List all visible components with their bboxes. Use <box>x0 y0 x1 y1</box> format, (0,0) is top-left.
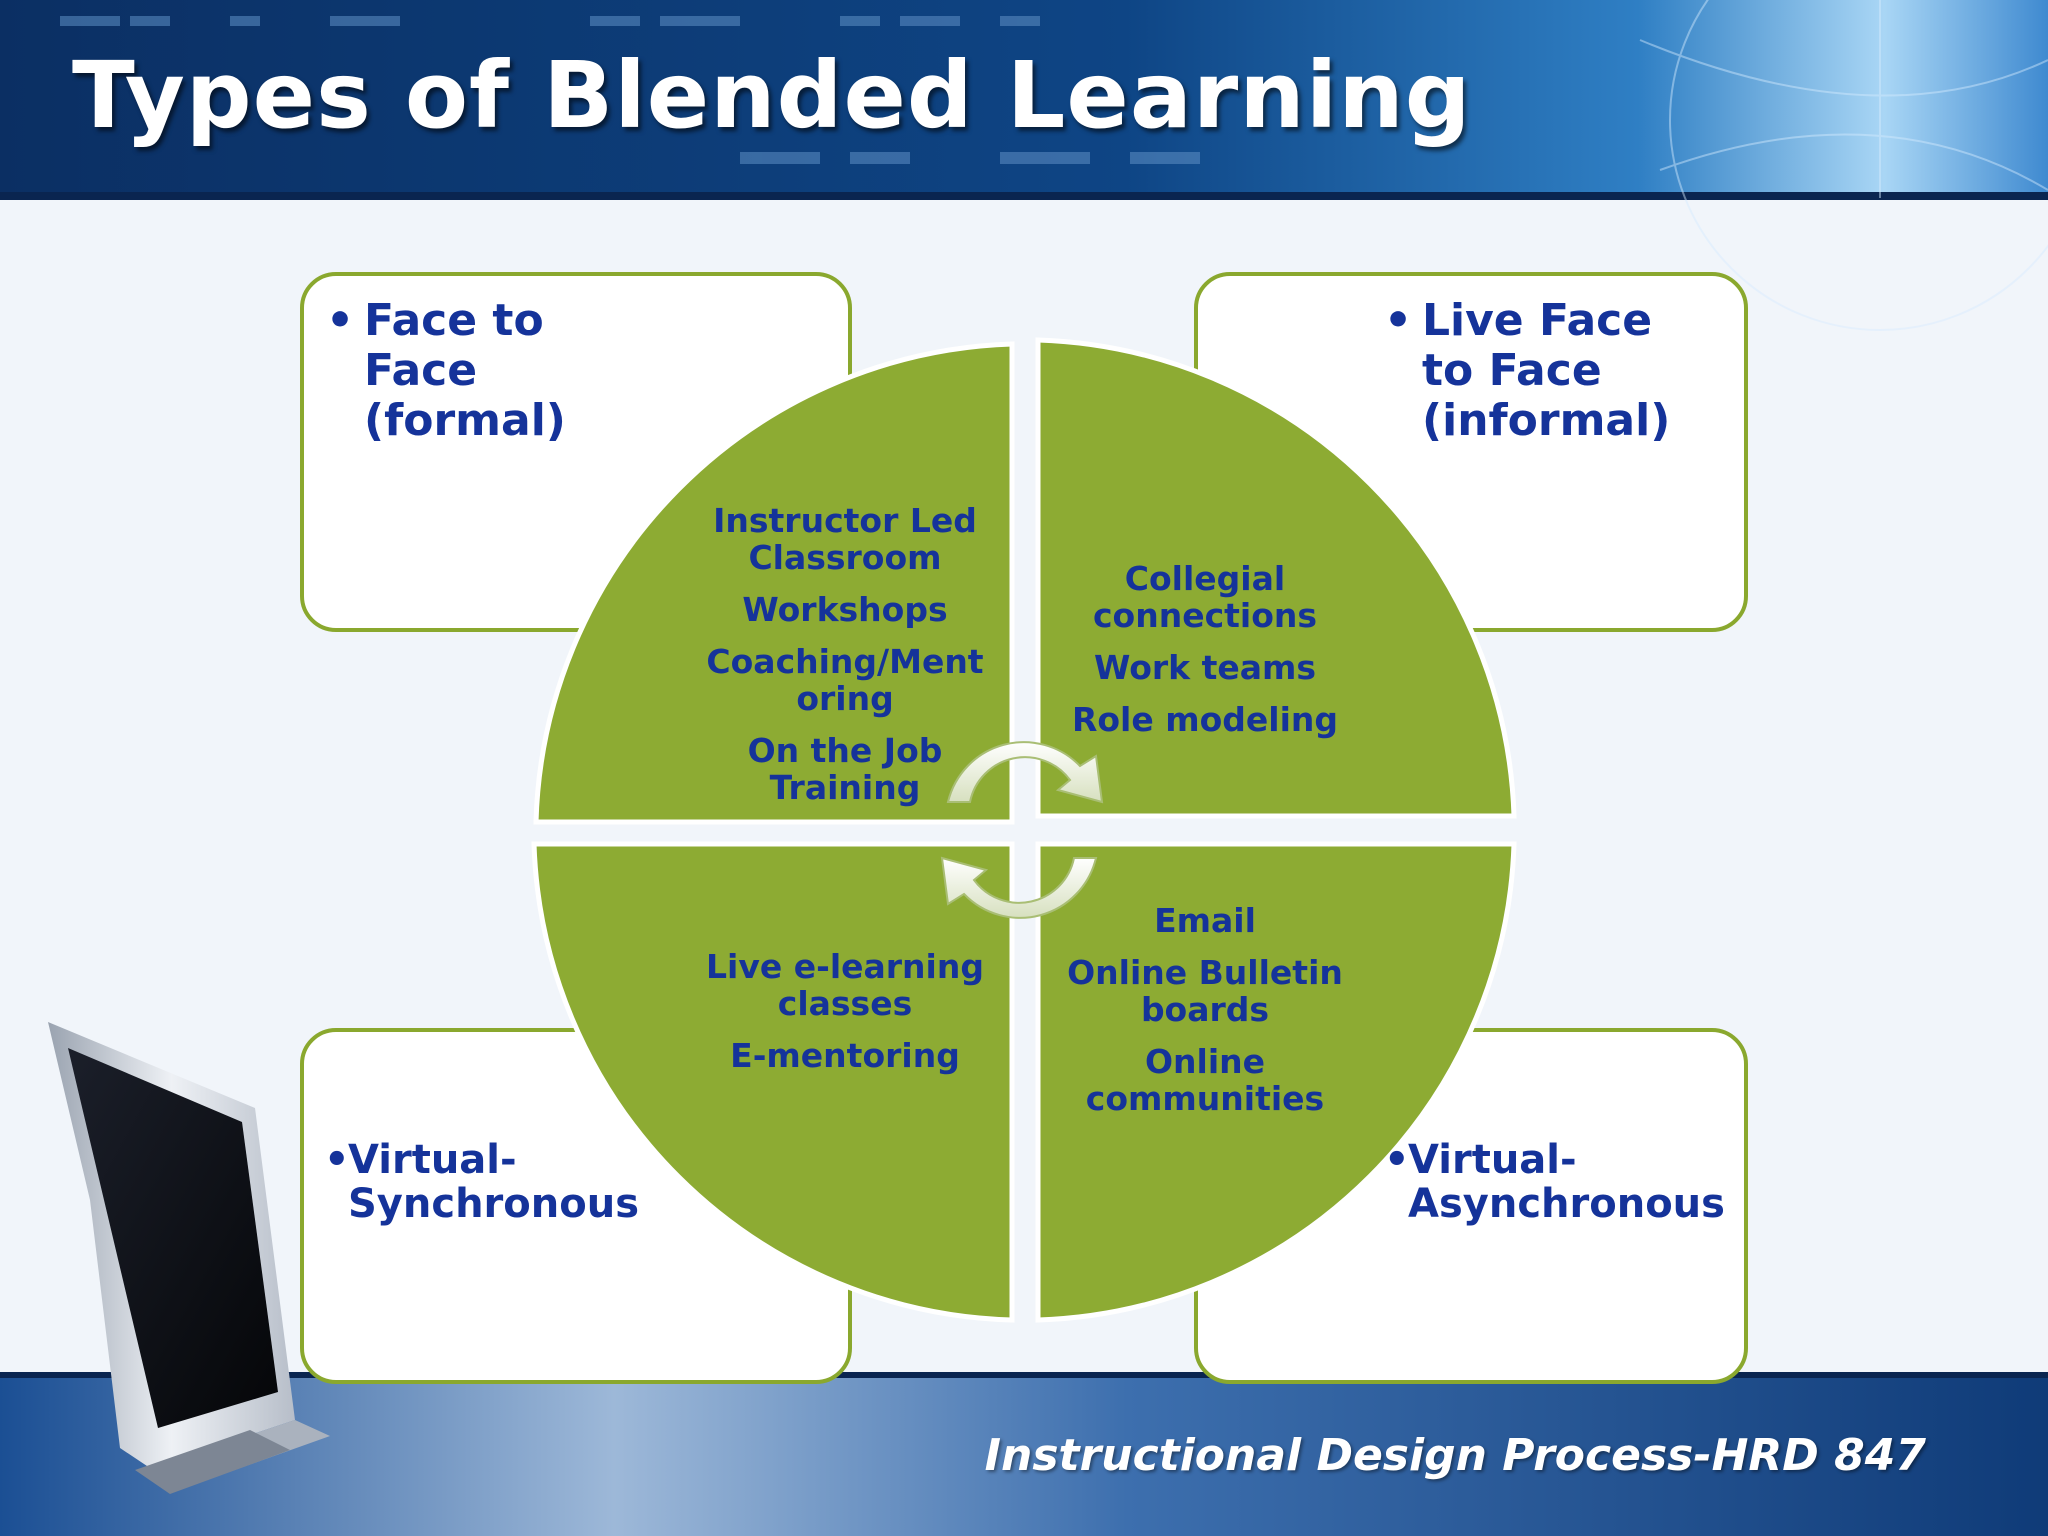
quadrant-bottom-left <box>531 841 1015 1323</box>
quadrant-text-bottom-left: Live e-learning classes E-mentoring <box>680 948 1010 1089</box>
footer-divider <box>0 1372 2048 1378</box>
quadrant-item-line: Workshops <box>742 590 948 629</box>
header-band <box>0 0 2048 198</box>
computer-monitor-icon <box>48 1022 330 1494</box>
quadrant-item: E-mentoring <box>730 1037 960 1074</box>
box-line: to Face <box>1422 345 1602 396</box>
quadrant-item-line: boards <box>1140 990 1270 1029</box>
quadrant-item-line: Coaching/Ment <box>706 642 984 681</box>
header-tech-pattern <box>60 16 1200 164</box>
header-divider <box>0 192 2048 200</box>
quadrant-item-line: Training <box>769 768 921 807</box>
quadrant-item: Live e-learning classes <box>706 948 984 1022</box>
quadrant-top-left <box>533 341 1015 825</box>
bullet-icon: • <box>326 295 355 346</box>
quadrant-item-line: Email <box>1154 901 1256 940</box>
box-line: (informal) <box>1422 395 1671 446</box>
quadrant-bottom-right <box>1035 841 1517 1323</box>
quadrant-item-line: communities <box>1085 1079 1325 1118</box>
box-label-virtual-synchronous: • Virtual- Synchronous <box>324 1137 639 1227</box>
quadrant-item-line: Online Bulletin <box>1067 953 1343 992</box>
box-line: Virtual- <box>1408 1137 1577 1183</box>
quadrant-circle <box>531 337 1517 1323</box>
bullet-icon: • <box>324 1137 350 1183</box>
quadrant-item: Role modeling <box>1072 701 1338 738</box>
quadrant-item-line: Classroom <box>748 538 942 577</box>
quadrant-item-line: Instructor Led <box>713 501 977 540</box>
quadrant-item: Work teams <box>1094 649 1316 686</box>
quadrant-item-line: connections <box>1092 596 1318 635</box>
quadrant-item: Email <box>1154 902 1256 939</box>
quadrant-item-line: Role modeling <box>1071 700 1339 739</box>
quadrant-item: Collegial connections <box>1093 560 1317 634</box>
quadrant-text-top-left: Instructor Led Classroom Workshops Coach… <box>680 502 1010 821</box>
cycle-arrows-icon <box>940 741 1104 919</box>
slide-title: Types of Blended Learning <box>72 42 1472 149</box>
quadrant-item-line: classes <box>777 984 913 1023</box>
quadrant-top-right <box>1035 337 1517 819</box>
box-line: Synchronous <box>348 1181 639 1227</box>
box-label-virtual-asynchronous: • Virtual- Asynchronous <box>1384 1137 1725 1227</box>
footer-course-title: Instructional Design Process-HRD 847 <box>984 1430 1926 1481</box>
quadrant-item: Workshops <box>742 591 947 628</box>
bullet-icon: • <box>1384 295 1413 346</box>
quadrant-item: Online Bulletin boards <box>1067 954 1343 1028</box>
quadrant-text-bottom-right: Email Online Bulletin boards Online comm… <box>1040 902 1370 1132</box>
quadrant-item-line: oring <box>796 679 894 718</box>
quadrant-item: Coaching/Ment oring <box>706 643 983 717</box>
header-globe-lines <box>1639 0 2048 331</box>
box-label-live-face-to-face-informal: • Live Face to Face (informal) <box>1384 295 1671 446</box>
bullet-icon: • <box>1384 1137 1410 1183</box>
quadrant-item-line: Work teams <box>1093 648 1317 687</box>
box-line: (formal) <box>364 395 566 446</box>
quadrant-item-line: On the Job <box>747 731 943 770</box>
box-line: Asynchronous <box>1408 1181 1725 1227</box>
quadrant-text-top-right: Collegial connections Work teams Role mo… <box>1040 560 1370 753</box>
box-line: Live Face <box>1422 295 1653 346</box>
quadrant-item-line: Live e-learning <box>706 947 984 986</box>
quadrant-item: Instructor Led Classroom <box>713 502 977 576</box>
quadrant-item-line: Collegial <box>1124 559 1286 598</box>
box-line: Face <box>364 345 478 396</box>
box-label-face-to-face-formal: • Face to Face (formal) <box>326 295 566 446</box>
quadrant-item-line: E-mentoring <box>730 1036 960 1075</box>
quadrant-item-line: Online <box>1144 1042 1266 1081</box>
footer-band <box>0 1376 2048 1536</box>
box-line: Face to <box>364 295 544 346</box>
box-line: Virtual- <box>348 1137 517 1183</box>
quadrant-item: On the Job Training <box>748 732 943 806</box>
quadrant-item: Online communities <box>1086 1043 1324 1117</box>
